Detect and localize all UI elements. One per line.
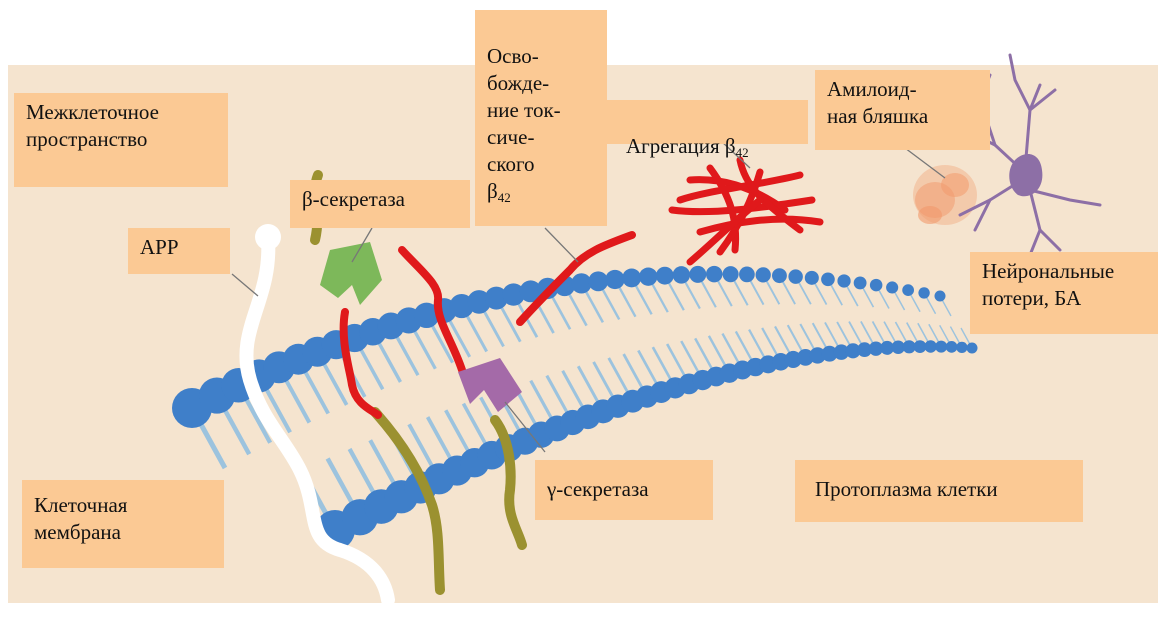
lipid-head [956, 342, 967, 353]
label-intercellular-space: Межклеточное пространство [14, 93, 228, 187]
label-app: APP [128, 228, 230, 274]
lipid-head [723, 266, 739, 282]
lipid-head [821, 272, 835, 286]
lipid-head [788, 269, 802, 283]
lipid-head [870, 279, 882, 291]
lipid-head [854, 276, 867, 289]
lipid-head [805, 271, 819, 285]
lipid-head [946, 341, 958, 353]
lipid-head [656, 267, 674, 285]
lipid-head [605, 270, 624, 289]
lipid-head [924, 340, 936, 352]
label-release-subscript: 42 [498, 190, 511, 205]
label-aggregation-text: Агрегация β [626, 134, 736, 158]
label-gamma-secretase: γ-секретаза [535, 460, 713, 520]
label-amyloid-plaque: Амилоид- ная бляшка [815, 70, 990, 150]
lipid-head [622, 269, 641, 288]
lipid-head [918, 287, 929, 298]
label-aggregation: Агрегация β42 [606, 100, 808, 144]
label-release-text: Осво- божде- ние ток- сиче- ского β [487, 44, 561, 203]
lipid-head [588, 271, 608, 291]
lipid-head [886, 281, 898, 293]
label-beta-secretase: β-секретаза [290, 180, 470, 228]
lipid-head [756, 267, 771, 282]
amyloid-plaque [913, 165, 977, 225]
label-toxic-beta42-release: Осво- божде- ние ток- сиче- ского β42 [475, 10, 607, 226]
lipid-head [689, 266, 706, 283]
app-head [255, 224, 281, 250]
lipid-head [935, 291, 946, 302]
lipid-head [639, 267, 657, 285]
lipid-head [739, 267, 755, 283]
lipid-head [673, 266, 690, 283]
lipid-head [706, 266, 723, 283]
lipid-head [902, 284, 914, 296]
lipid-head [772, 268, 787, 283]
label-aggregation-subscript: 42 [736, 145, 749, 160]
lipid-head [967, 343, 978, 354]
label-cell-membrane: Клеточная мембрана [22, 480, 224, 568]
lipid-head [571, 273, 591, 293]
lipid-head [935, 341, 947, 353]
label-cell-protoplasm: Протоплазма клетки [795, 460, 1083, 522]
label-neuronal-loss: Нейрональные потери, БА [970, 252, 1158, 334]
lipid-head [837, 274, 850, 287]
